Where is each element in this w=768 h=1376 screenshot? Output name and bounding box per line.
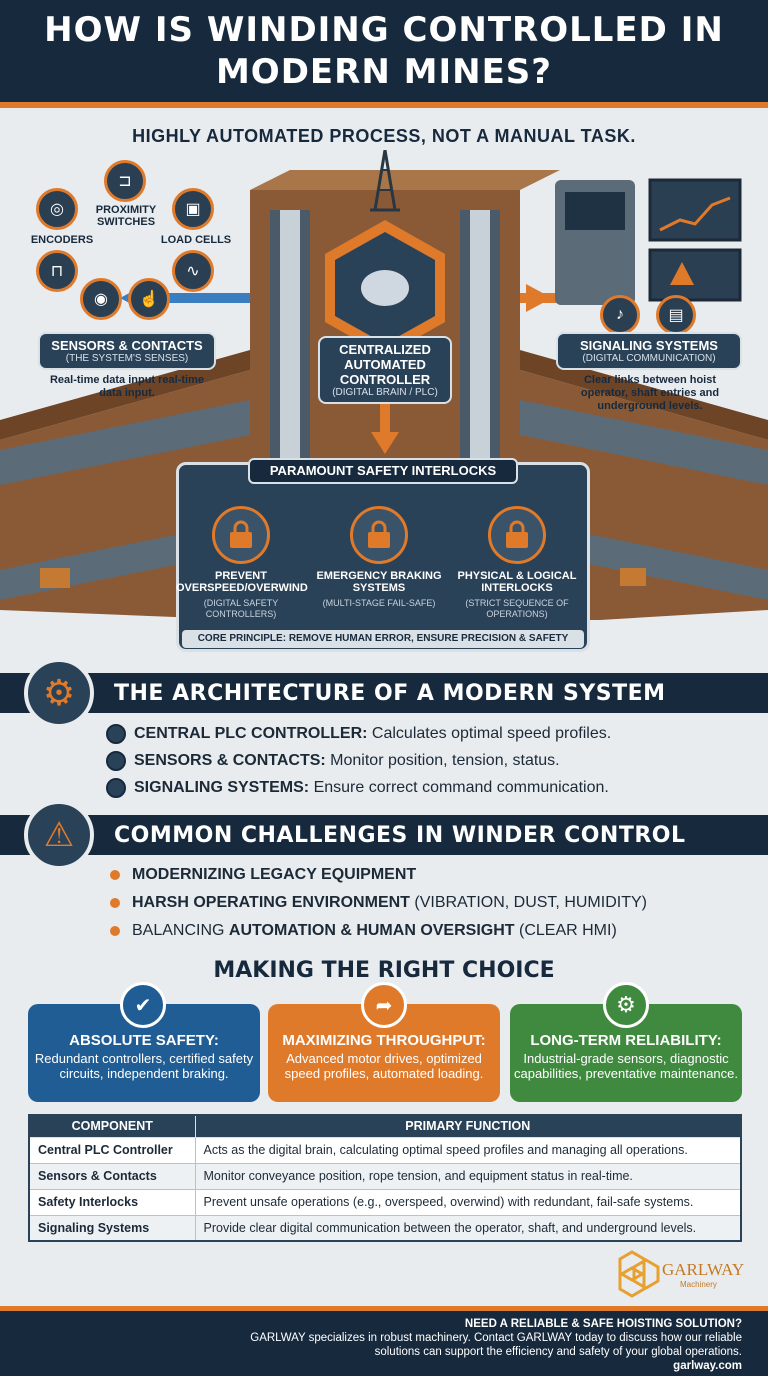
- arch-item-1-text: Calculates optimal speed profiles.: [371, 725, 612, 742]
- challenge-3-bold: AUTOMATION & HUMAN OVERSIGHT: [228, 922, 515, 939]
- arch-item-3-text: Ensure correct command communication.: [313, 779, 609, 796]
- logo-tag: Machinery: [680, 1280, 717, 1289]
- footer-url[interactable]: garlway.com: [673, 1360, 742, 1372]
- interlocks-title: PARAMOUNT SAFETY INTERLOCKS: [248, 458, 518, 484]
- core-principle: CORE PRINCIPLE: REMOVE HUMAN ERROR, ENSU…: [182, 630, 584, 648]
- mine-illustration: ◎ ⊐ ▣ ⊓ ◉ ☝ ∿ ENCODERS PROXIMITY SWITCHE…: [0, 149, 768, 665]
- bullet-icon: [110, 870, 120, 880]
- controller-title: CENTRALIZED AUTOMATED CONTROLLER: [339, 342, 431, 387]
- bullet-icon: [110, 926, 120, 936]
- encoder-icon: ◎: [36, 188, 78, 230]
- proximity-switch-icon: ⊐: [104, 160, 146, 202]
- footer: NEED A RELIABLE & SAFE HOISTING SOLUTION…: [0, 1306, 768, 1376]
- header: HOW IS WINDING CONTROLLED IN MODERN MINE…: [0, 0, 768, 108]
- waveform-icon: ∿: [172, 250, 214, 292]
- signaling-box-title: SIGNALING SYSTEMS: [580, 338, 718, 353]
- sensors-note: Real-time data input real-time data inpu…: [49, 374, 205, 399]
- gear-icon: ⚙: [603, 982, 649, 1028]
- padlock-icon: [212, 506, 270, 564]
- proximity-switches-label: PROXIMITY SWITCHES: [95, 204, 157, 228]
- arch-item-2-text: Monitor position, tension, status.: [330, 752, 560, 769]
- shield-icon: ✔: [120, 982, 166, 1028]
- bullet-icon: [110, 898, 120, 908]
- signaling-note: Clear links between hoist operator, shaf…: [580, 374, 720, 412]
- arch-item-2: SENSORS & CONTACTS: Monitor position, te…: [106, 751, 560, 771]
- warning-icon: ⚠: [24, 800, 94, 870]
- share-arrow-icon: ➦: [361, 982, 407, 1028]
- arch-item-1: CENTRAL PLC CONTROLLER: Calculates optim…: [106, 724, 611, 744]
- sensors-box-title: SENSORS & CONTACTS: [51, 338, 203, 353]
- connector-icon: ⊓: [36, 250, 78, 292]
- chip-icon: [106, 724, 126, 744]
- challenges-title: COMMON CHALLENGES IN WINDER CONTROL: [114, 822, 686, 848]
- eye-icon: ◉: [80, 278, 122, 320]
- speaker-icon: ♪: [600, 295, 640, 335]
- padlock-icon: [350, 506, 408, 564]
- sensors-box-subtitle: (THE SYSTEM'S SENSES): [65, 353, 189, 364]
- interlock-sub-3: (STRICT SEQUENCE OF OPERATIONS): [465, 598, 569, 619]
- gear-icon: ⚙: [24, 658, 94, 728]
- architecture-header: THE ARCHITECTURE OF A MODERN SYSTEM: [0, 673, 768, 713]
- challenge-1-bold: MODERNIZING LEGACY EQUIPMENT: [132, 866, 417, 883]
- challenge-2-bold: HARSH OPERATING ENVIRONMENT: [132, 894, 410, 911]
- load-cells-label: LOAD CELLS: [160, 234, 232, 246]
- challenges-header: COMMON CHALLENGES IN WINDER CONTROL: [0, 815, 768, 855]
- subtitle: HIGHLY AUTOMATED PROCESS, NOT A MANUAL T…: [132, 126, 636, 146]
- interlock-sub-1: (DIGITAL SAFETY CONTROLLERS): [203, 598, 279, 619]
- page-title: HOW IS WINDING CONTROLLED IN MODERN MINE…: [44, 10, 724, 92]
- signaling-box-subtitle: (DIGITAL COMMUNICATION): [582, 353, 716, 364]
- sensors-contacts-box: SENSORS & CONTACTS (THE SYSTEM'S SENSES): [38, 332, 216, 370]
- choice-title: MAKING THE RIGHT CHOICE: [213, 958, 555, 983]
- controller-box: CENTRALIZED AUTOMATED CONTROLLER (DIGITA…: [318, 336, 452, 404]
- hexagon-logo-icon: [618, 1250, 660, 1298]
- interlock-title-3: PHYSICAL & LOGICAL INTERLOCKS: [457, 570, 577, 594]
- arch-item-3-label: SIGNALING SYSTEMS:: [134, 779, 310, 796]
- arch-item-1-label: CENTRAL PLC CONTROLLER:: [134, 725, 368, 742]
- signaling-box: SIGNALING SYSTEMS (DIGITAL COMMUNICATION…: [556, 332, 742, 370]
- footer-headline: NEED A RELIABLE & SAFE HOISTING SOLUTION…: [464, 1318, 742, 1330]
- arch-item-3: SIGNALING SYSTEMS: Ensure correct comman…: [106, 778, 609, 798]
- arch-item-2-label: SENSORS & CONTACTS:: [134, 752, 326, 769]
- table-header-component: COMPONENT: [28, 1114, 196, 1138]
- hand-pointer-icon: ☝: [128, 278, 170, 320]
- interlock-title-2: EMERGENCY BRAKING SYSTEMS: [316, 570, 442, 594]
- table-header-function: PRIMARY FUNCTION: [194, 1114, 742, 1138]
- sensor-icon: [106, 751, 126, 771]
- footer-body: GARLWAY specializes in robust machinery.…: [250, 1332, 742, 1358]
- padlock-icon: [488, 506, 546, 564]
- load-cell-icon: ▣: [172, 188, 214, 230]
- interlock-title-1: PREVENT OVERSPEED/OVERWIND: [176, 570, 308, 594]
- architecture-title: THE ARCHITECTURE OF A MODERN SYSTEM: [114, 680, 666, 706]
- chat-icon: ▤: [656, 295, 696, 335]
- encoders-label: ENCODERS: [30, 234, 94, 246]
- challenge-item-3: BALANCING AUTOMATION & HUMAN OVERSIGHT (…: [110, 922, 617, 940]
- controller-subtitle: (DIGITAL BRAIN / PLC): [332, 387, 438, 398]
- challenge-item-1: MODERNIZING LEGACY EQUIPMENT: [110, 866, 416, 884]
- logo-name: GARLWAY: [662, 1260, 745, 1279]
- signal-icon: [106, 778, 126, 798]
- component-table: COMPONENT PRIMARY FUNCTION Central PLC C…: [28, 1114, 742, 1242]
- garlway-logo: GARLWAY Machinery: [618, 1250, 744, 1298]
- interlock-sub-2: (MULTI-STAGE FAIL-SAFE): [322, 598, 436, 608]
- challenge-item-2: HARSH OPERATING ENVIRONMENT (VIBRATION, …: [110, 894, 647, 912]
